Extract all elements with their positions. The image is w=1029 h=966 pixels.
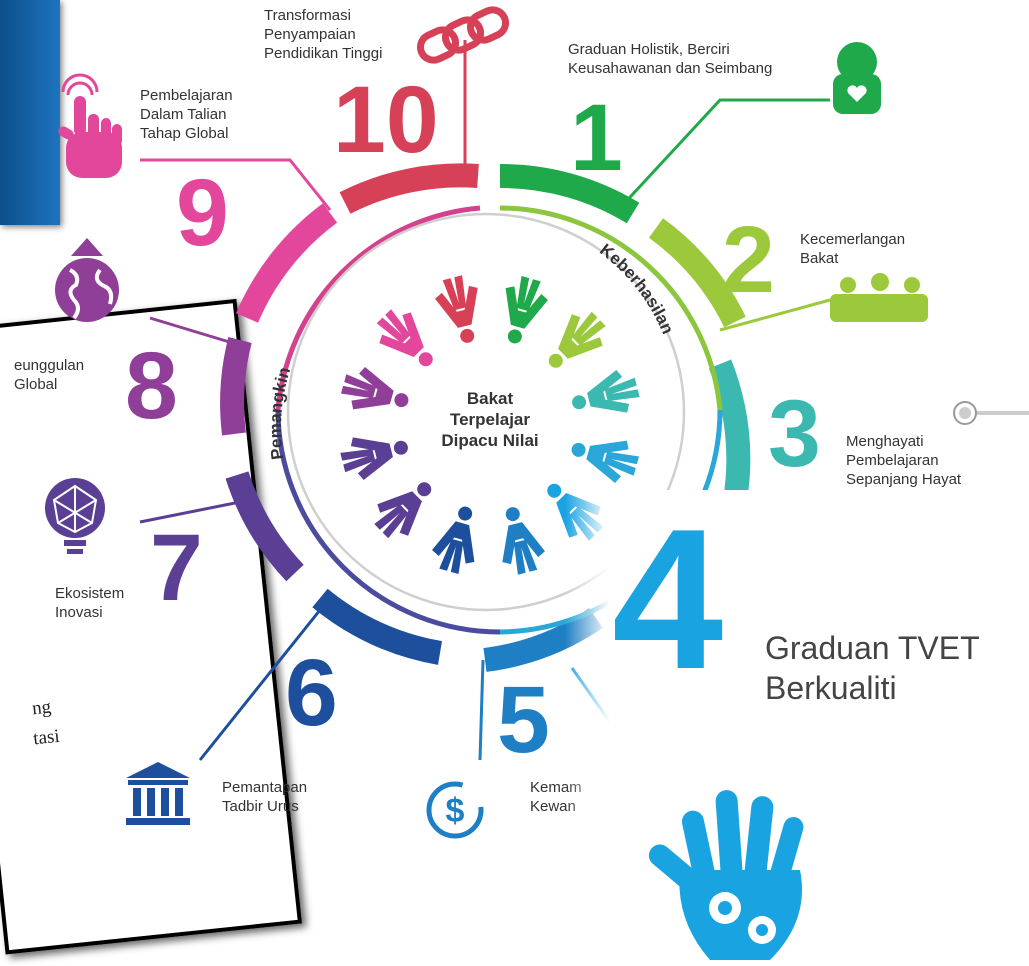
network-bulb-icon (45, 478, 105, 554)
pillar-label-4: Graduan TVET Berkualiti (765, 628, 980, 708)
graduate-heart-icon (833, 42, 881, 114)
person-figure (340, 437, 408, 480)
pillar-label-10-line-2: Penyampaian (264, 26, 356, 43)
pillar-label-10: Transformasi Penyampaian Pendidikan Ting… (264, 6, 382, 63)
pillar-number-4: 4 (612, 488, 724, 711)
pillar-number-3: 3 (768, 381, 821, 487)
leader-line-8 (149, 316, 237, 346)
background-blue-panel (0, 0, 60, 225)
inner-ring-top-left (275, 205, 481, 411)
center-text-line-3: Dipacu Nilai (441, 431, 538, 450)
center-text-line-2: Terpelajar (450, 410, 530, 429)
ring-segment-7 (225, 471, 304, 582)
pillar-label-9: Pembelajaran Dalam Talian Tahap Global (140, 86, 233, 143)
leader-line-1 (618, 98, 830, 210)
pillar-number-1: 1 (570, 85, 623, 191)
pillar-label-1-line-1: Graduan Holistik, Berciri (568, 41, 730, 58)
hand-gears-icon (648, 790, 804, 960)
pillar-label-2-line-2: Bakat (800, 250, 839, 267)
person-figure (505, 275, 548, 344)
pillar-label-6-line-2: Tadbir Urus (222, 798, 299, 815)
pillar-label-7: Ekosistem Inovasi (55, 584, 124, 622)
person-figure (502, 507, 545, 575)
toggle-knob-icon (953, 401, 1029, 425)
pillar-label-1: Graduan Holistik, Berciri Keusahawanan d… (568, 40, 772, 78)
inner-ring-right (499, 205, 723, 411)
pillar-label-3-line-3: Sepanjang Hayat (846, 471, 962, 488)
pillar-label-8: eunggulan Global (14, 356, 84, 394)
pillar-label-1-line-2: Keusahawanan dan Seimbang (568, 60, 773, 77)
pillar-number-9: 9 (176, 160, 229, 266)
ring-segment-6 (312, 588, 443, 665)
person-figure (376, 309, 433, 367)
dollar-cycle-icon: $ (426, 781, 484, 839)
inner-ring-bottom-left (275, 409, 501, 635)
person-figure (435, 275, 478, 343)
chain-link-icon (416, 6, 510, 64)
pillar-label-9-line-1: Pembelajaran (140, 87, 233, 104)
pillar-label-2-line-1: Kecemerlangan (800, 231, 906, 248)
pillar-label-8-line-1: eunggulan (14, 357, 85, 374)
ring-segment-9 (235, 203, 338, 323)
touch-hand-icon (58, 73, 122, 178)
person-figure (548, 311, 606, 368)
globe-arrow-icon (55, 238, 119, 322)
pillar-label-6: Pemantapan Tadbir Urus (222, 778, 307, 816)
pillar-label-9-line-2: Dalam Talian (140, 106, 227, 123)
person-figure (571, 440, 640, 483)
person-figure (432, 506, 475, 575)
pillar-label-6-line-1: Pemantapan (222, 779, 308, 796)
institution-icon (126, 762, 190, 825)
ring-segment-10 (339, 163, 479, 214)
pillar-label-9-line-3: Tahap Global (140, 125, 229, 142)
pillar-label-3-line-1: Menghayati (846, 433, 924, 450)
leader-line-5 (478, 659, 485, 761)
leader-line-6 (198, 609, 322, 761)
pillar-label-8-line-2: Global (14, 376, 58, 393)
ring-segment-2 (648, 218, 746, 328)
people-group-icon (830, 273, 928, 322)
person-figure (340, 367, 409, 410)
pillar-label-10-line-1: Transformasi (264, 7, 351, 24)
pillar-label-3: Menghayati Pembelajaran Sepanjang Hayat (846, 432, 961, 489)
person-figure (374, 482, 432, 539)
pillar-number-2: 2 (722, 207, 775, 313)
pillar-number-5: 5 (497, 667, 550, 773)
pillar-label-4-line-1: Graduan TVET (765, 630, 980, 666)
ring-segment-8 (220, 337, 252, 436)
pillar-label-7-line-2: Inovasi (55, 604, 103, 621)
leader-line-2 (719, 298, 831, 332)
pillar-number-6: 6 (285, 640, 338, 746)
ring-segment-3 (708, 359, 751, 502)
pillar-label-10-line-3: Pendidikan Tinggi (264, 45, 383, 62)
pillar-label-3-line-2: Pembelajaran (846, 452, 939, 469)
center-text-line-1: Bakat (467, 389, 514, 408)
pillar-number-7: 7 (150, 515, 203, 621)
pillar-label-5-line-2: Kewan (530, 798, 576, 815)
leader-line-9 (140, 158, 332, 211)
person-figure (572, 370, 640, 413)
pillar-label-2: Kecemerlangan Bakat (800, 230, 905, 268)
svg-text:$: $ (446, 792, 465, 830)
label-ring (286, 212, 686, 612)
pillar-number-8: 8 (125, 333, 178, 439)
pillar-label-7-line-1: Ekosistem (55, 585, 125, 602)
leader-line-7 (139, 500, 241, 524)
pillar-number-10: 10 (333, 67, 439, 173)
pillar-label-4-line-2: Berkualiti (765, 670, 897, 706)
